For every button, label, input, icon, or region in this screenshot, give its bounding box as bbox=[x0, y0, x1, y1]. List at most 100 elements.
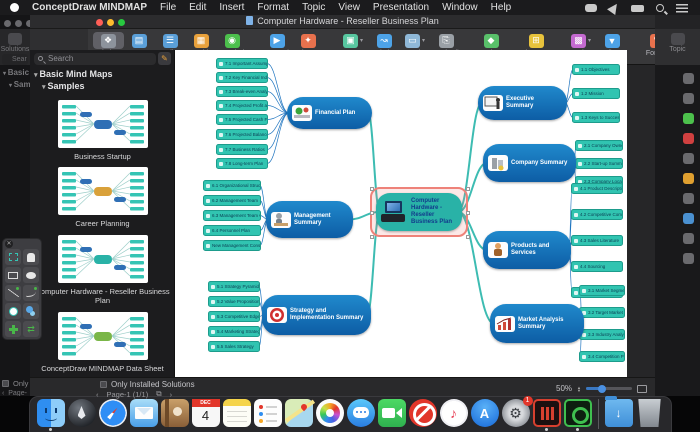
dock-facetime[interactable] bbox=[377, 399, 407, 431]
dock-conceptdraw-store[interactable] bbox=[563, 399, 593, 431]
menu-format[interactable]: Format bbox=[257, 2, 290, 13]
dock-downloads[interactable]: ↓ bbox=[604, 396, 634, 431]
dock-launchpad[interactable] bbox=[67, 399, 97, 431]
curve-tool[interactable] bbox=[23, 285, 39, 301]
main-topic[interactable]: Computer Hardware - Reseller Business Pl… bbox=[376, 193, 462, 231]
topic-pill[interactable]: 6.2 Management Team bbox=[203, 195, 261, 206]
sample-business-startup[interactable] bbox=[57, 100, 148, 148]
dock-safari[interactable] bbox=[98, 399, 128, 431]
drawing-tools-palette[interactable]: ✕ ⇄ bbox=[2, 238, 42, 340]
dock-music[interactable]: ♪ bbox=[439, 399, 469, 431]
sample-conceptdraw-mindmap-data-sheet[interactable] bbox=[57, 311, 148, 360]
minimize-window-button[interactable] bbox=[107, 19, 114, 26]
topic-pill[interactable]: 4.3 Sales Literature bbox=[571, 235, 623, 246]
dock-photos[interactable] bbox=[315, 399, 345, 431]
topic-pill[interactable]: 5.5 Sales Strategy bbox=[208, 341, 260, 352]
resize-handle[interactable] bbox=[466, 187, 470, 191]
dock-notes[interactable] bbox=[222, 399, 252, 431]
dock-trash[interactable] bbox=[635, 399, 665, 431]
resize-handle[interactable] bbox=[370, 187, 374, 191]
connect-tool[interactable] bbox=[5, 321, 21, 337]
topic-pill[interactable]: 6.1 Organizational Structure bbox=[203, 180, 261, 191]
topic-pill[interactable]: 7.2 Key Financial Indicators bbox=[216, 72, 268, 83]
hand-tool[interactable] bbox=[23, 249, 39, 265]
topic-pill[interactable]: 3.2 Target Market Strategy bbox=[579, 307, 625, 318]
prev-page-button[interactable]: ‹ bbox=[96, 389, 99, 399]
topic-pill[interactable]: 5.2 Value Proposition bbox=[208, 296, 260, 307]
branch-market-analysis-summary[interactable]: Market Analysis Summary bbox=[490, 304, 584, 343]
delivery-icon[interactable] bbox=[631, 5, 644, 12]
topic-pill[interactable]: 4.1 Product Description bbox=[571, 183, 623, 194]
topic-pill[interactable]: 2.2 Start-up Summary bbox=[575, 158, 623, 169]
branch-financial-plan[interactable]: Financial Plan bbox=[287, 97, 372, 129]
dock-finder[interactable] bbox=[36, 399, 66, 431]
resize-handle[interactable] bbox=[370, 235, 374, 239]
map-canvas[interactable]: 7.1 Important Assumptions 7.2 Key Financi… bbox=[175, 50, 627, 377]
resize-handle[interactable] bbox=[466, 211, 470, 215]
zoom-slider-thumb[interactable] bbox=[598, 384, 606, 393]
dock-maps[interactable] bbox=[284, 399, 314, 431]
notification-center-icon[interactable] bbox=[676, 3, 688, 13]
topic-pill[interactable]: New Management Considerations bbox=[203, 240, 261, 251]
swap-tool[interactable]: ⇄ bbox=[23, 321, 39, 337]
topic-pill[interactable]: 1.2 Mission bbox=[572, 88, 620, 99]
only-installed-checkbox[interactable]: Only Installed Solutions bbox=[100, 380, 195, 389]
menu-file[interactable]: File bbox=[160, 2, 177, 13]
menu-help[interactable]: Help bbox=[490, 2, 512, 13]
topic-pill[interactable]: 1.1 Objectives bbox=[572, 64, 620, 75]
topic-pill[interactable]: 6.4 Personnel Plan bbox=[203, 225, 261, 236]
dock-system-preferences[interactable]: ⚙1 bbox=[501, 396, 533, 431]
menu-presentation[interactable]: Presentation bbox=[372, 2, 430, 13]
topic-pill[interactable]: 7.1 Important Assumptions bbox=[216, 58, 268, 69]
notification-icon[interactable] bbox=[585, 4, 597, 12]
branch-company-summary[interactable]: Company Summary bbox=[483, 144, 576, 182]
tree-item-basic-mind-maps[interactable]: Basic Mind Maps bbox=[30, 67, 174, 79]
menu-insert[interactable]: Insert bbox=[219, 2, 245, 13]
zoom-stepper[interactable]: ▲▼ bbox=[577, 384, 581, 393]
topic-pill[interactable]: 2.1 Company Ownership bbox=[575, 140, 623, 151]
topic-pill[interactable]: 7.8 Long-term Plan bbox=[216, 158, 268, 169]
topic-pill[interactable]: 5.3 Competitive Edge bbox=[208, 311, 260, 322]
apple-menu-icon[interactable] bbox=[10, 3, 19, 12]
close-window-button[interactable] bbox=[96, 19, 103, 26]
branch-management-summary[interactable]: Management Summary bbox=[266, 201, 353, 238]
topic-pill[interactable]: 7.5 Projected Cash Flow bbox=[216, 114, 268, 125]
topic-pill[interactable]: 7.3 Break-even Analysis bbox=[216, 86, 268, 97]
rect-tool[interactable] bbox=[5, 267, 21, 283]
topic-pill[interactable]: 7.7 Business Ratios bbox=[216, 144, 268, 155]
close-icon[interactable]: ✕ bbox=[5, 240, 13, 248]
group-tool[interactable] bbox=[23, 303, 39, 319]
focus-tool[interactable] bbox=[5, 303, 21, 319]
add-page-button[interactable]: ⧉ bbox=[156, 389, 162, 398]
dock-mail[interactable] bbox=[129, 399, 159, 431]
menu-window[interactable]: Window bbox=[442, 2, 478, 13]
sample-computer-hardware-reseller-business-plan[interactable] bbox=[57, 234, 148, 283]
branch-executive-summary[interactable]: Executive Summary bbox=[478, 86, 567, 120]
polyline-tool[interactable] bbox=[5, 285, 21, 301]
marquee-tool[interactable] bbox=[5, 249, 21, 265]
dock-reminders[interactable] bbox=[253, 399, 283, 431]
dock-contacts[interactable] bbox=[160, 399, 190, 431]
dock-blocked[interactable] bbox=[408, 399, 438, 431]
topic-pill[interactable]: 3.4 Competition Patterns bbox=[579, 351, 625, 362]
resize-handle[interactable] bbox=[466, 235, 470, 239]
next-page-button[interactable]: › bbox=[169, 389, 173, 399]
tree-item-samples[interactable]: Samples bbox=[30, 79, 174, 91]
resize-handle[interactable] bbox=[370, 211, 374, 215]
topic-pill[interactable]: 5.4 Marketing Strategy bbox=[208, 326, 260, 337]
toolbar-format-button[interactable]: ✎Format bbox=[645, 32, 655, 57]
menu-topic[interactable]: Topic bbox=[302, 2, 326, 13]
dock-conceptdraw-mindmap[interactable] bbox=[532, 399, 562, 431]
zoom-slider[interactable] bbox=[586, 384, 632, 393]
branch-products-and-services[interactable]: Products and Services bbox=[483, 231, 571, 269]
topic-pill[interactable]: 7.6 Projected Balance Sheet bbox=[216, 129, 268, 140]
search-input[interactable]: Search bbox=[34, 53, 156, 65]
topic-pill[interactable]: 7.4 Projected Profit and Loss bbox=[216, 100, 268, 111]
style-brush-button[interactable]: ✎ bbox=[158, 52, 171, 65]
topic-pill[interactable]: 3.3 Industry Analysis bbox=[579, 329, 625, 340]
dock-app-store[interactable]: A bbox=[470, 399, 500, 431]
menu-view[interactable]: View bbox=[338, 2, 360, 13]
search-icon[interactable] bbox=[656, 4, 664, 12]
menu-app-name[interactable]: ConceptDraw MINDMAP bbox=[32, 2, 148, 13]
